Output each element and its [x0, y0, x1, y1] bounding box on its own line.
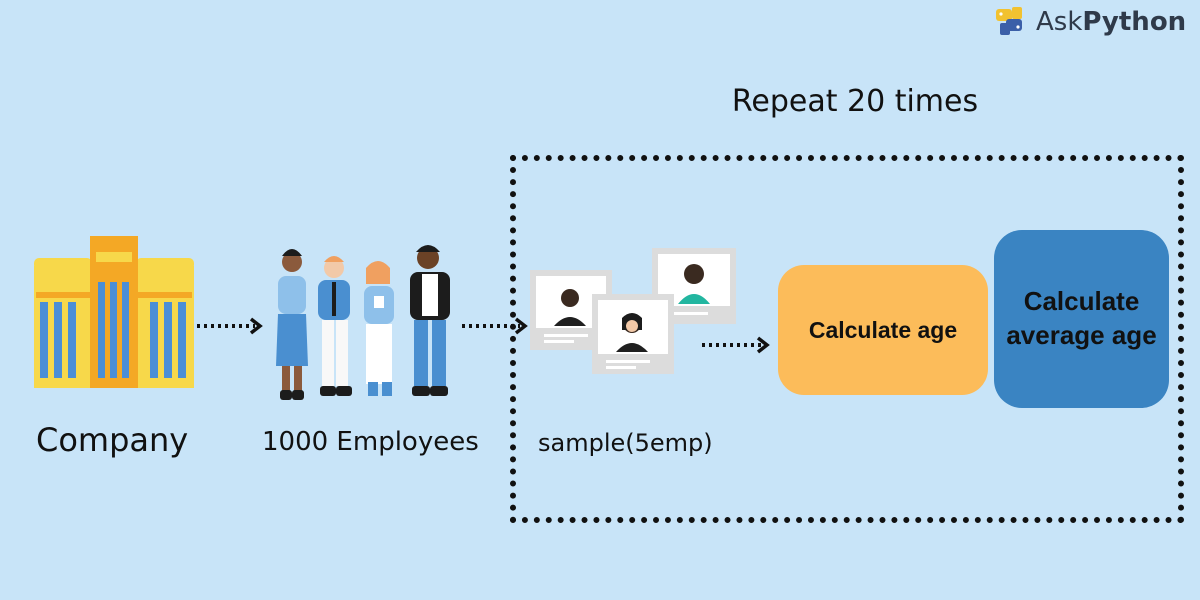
calculate-average-age-box: Calculate average age: [994, 230, 1169, 408]
arrow-employees-to-sample: [462, 317, 528, 335]
office-building-icon: [34, 236, 194, 388]
sample-label: sample(5emp): [538, 429, 713, 457]
repeat-loop-box: [510, 155, 1184, 523]
brand-logo: AskPython: [992, 2, 1186, 42]
profile-cards-icon: [530, 248, 736, 374]
employees-label: 1000 Employees: [262, 427, 479, 457]
brand-name: AskPython: [1036, 7, 1186, 37]
company-label: Company: [36, 421, 189, 459]
python-logo-icon: [996, 7, 1022, 35]
repeat-label: Repeat 20 times: [731, 84, 979, 119]
group-of-people-icon: [276, 245, 450, 400]
brand-name-part2: Python: [1082, 7, 1187, 37]
arrow-sample-to-calculate-age: [702, 336, 770, 354]
brand-name-part1: Ask: [1036, 7, 1083, 37]
arrow-company-to-employees: [197, 317, 263, 335]
calculate-age-box: Calculate age: [778, 265, 988, 395]
